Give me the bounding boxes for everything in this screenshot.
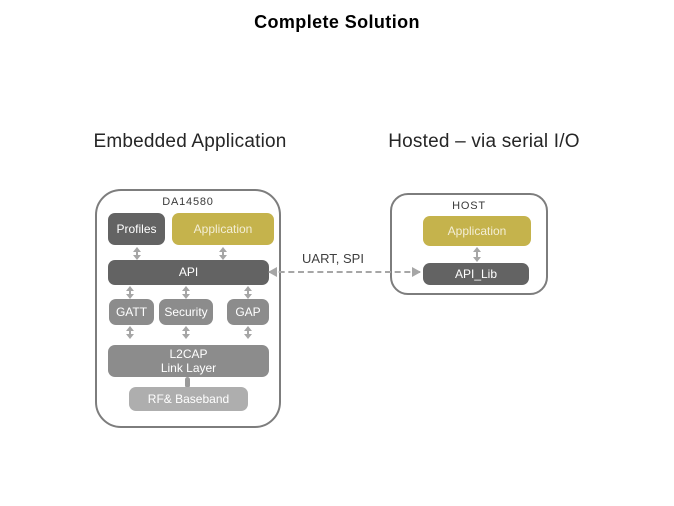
arrow-security-l2cap <box>181 326 191 339</box>
arrow-application-apilib <box>472 247 482 262</box>
connector-l2cap-rf <box>185 377 190 388</box>
arrow-api-gatt <box>125 286 135 299</box>
box-l2cap-link-layer: L2CAP Link Layer <box>108 345 269 377</box>
heading-hosted-serial: Hosted – via serial I/O <box>388 131 580 152</box>
arrow-application-api <box>218 247 228 260</box>
da14580-label: DA14580 <box>162 196 214 208</box>
arrow-gatt-l2cap <box>125 326 135 339</box>
box-api: API <box>108 260 269 285</box>
arrow-profiles-api <box>132 247 142 260</box>
box-application-host: Application <box>423 216 531 246</box>
arrow-api-gap <box>243 286 253 299</box>
uart-spi-dashed-arrow <box>268 267 421 277</box>
link-layer-line: Link Layer <box>160 361 217 375</box>
heading-embedded-application: Embedded Application <box>93 131 287 152</box>
box-api-lib: API_Lib <box>423 263 529 285</box>
box-gap: GAP <box>227 299 269 325</box>
host-label: HOST <box>452 200 486 212</box>
box-security: Security <box>159 299 213 325</box>
box-profiles: Profiles <box>108 213 165 245</box>
l2cap-line: L2CAP <box>169 346 208 361</box>
arrow-api-security <box>181 286 191 299</box>
host-container: HOST Application API_Lib <box>390 193 548 295</box>
da14580-container: DA14580 Profiles Application API GATT Se… <box>95 189 281 428</box>
box-application-embedded: Application <box>172 213 274 245</box>
uart-spi-label: UART, SPI <box>302 251 364 266</box>
box-gatt: GATT <box>109 299 154 325</box>
arrow-gap-l2cap <box>243 326 253 339</box>
page-title: Complete Solution <box>254 12 420 32</box>
box-rf-baseband: RF& Baseband <box>129 387 248 411</box>
